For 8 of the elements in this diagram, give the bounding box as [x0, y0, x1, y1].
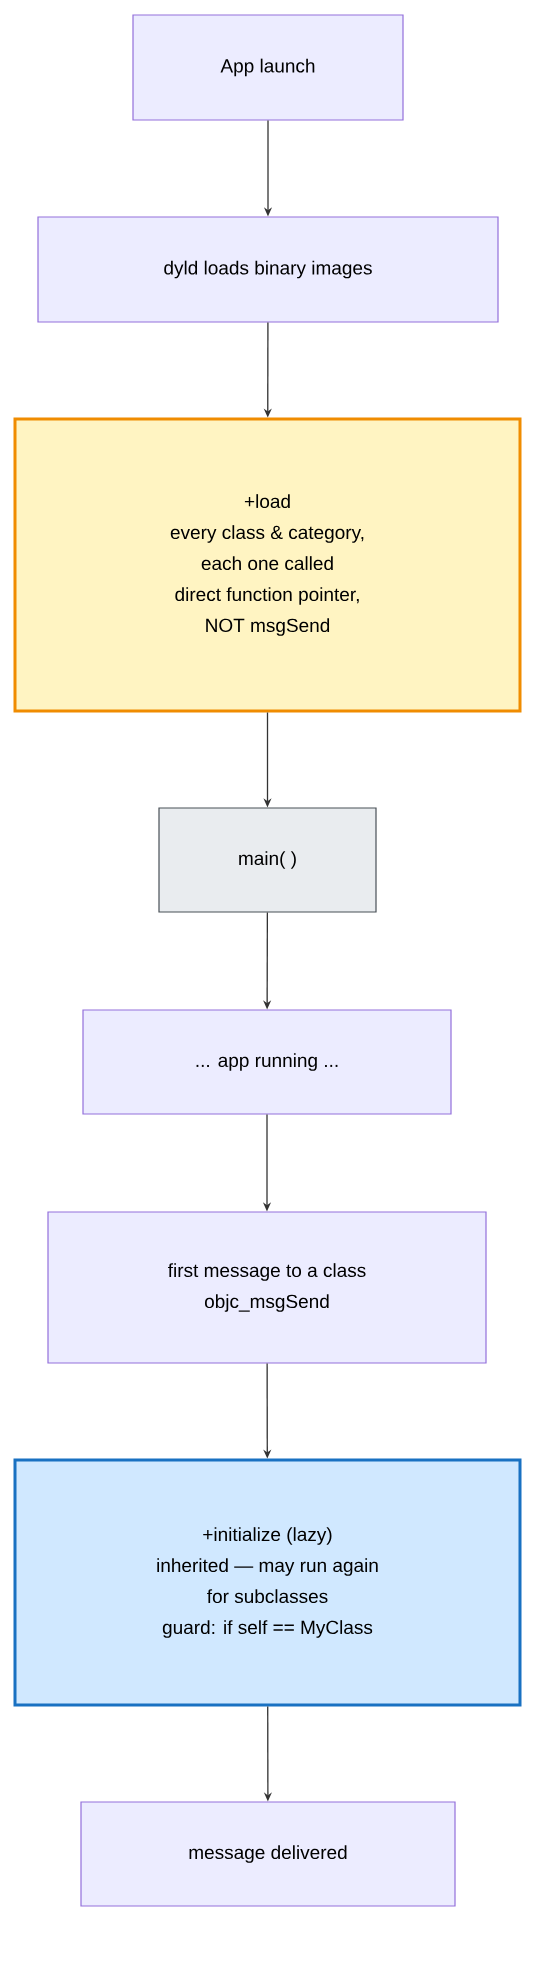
highlighted-box: +initialize (lazy) inherited — may run again for subclasses guard: if self == MyClass	[13, 1458, 522, 1707]
process-box: ... app running ...	[82, 1009, 452, 1115]
process-box: App launch	[132, 14, 404, 121]
process-box: dyld loads binary images	[37, 216, 499, 323]
process-box: main( )	[158, 807, 377, 913]
process-box: message delivered	[80, 1801, 456, 1907]
highlighted-box: +load every class & category, each one called direct function pointer, NOT msgSend	[13, 417, 522, 713]
process-box: first message to a class objc_msgSend	[47, 1211, 487, 1364]
